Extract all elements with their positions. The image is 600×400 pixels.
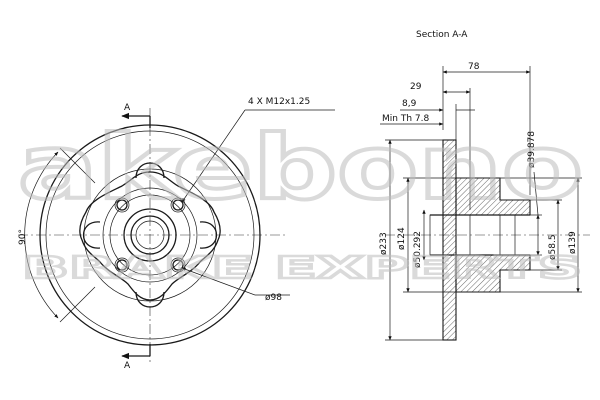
hub-lobe-bottom (135, 291, 165, 308)
watermark-tagline: BRAKE EXPERTS (22, 251, 582, 286)
dim-39-878: ø39.878 (527, 131, 537, 168)
section-title: Section A-A (416, 30, 468, 40)
dim-29: 29 (410, 82, 422, 92)
hub-lobe-top (135, 162, 165, 179)
min-thickness: Min Th 7.8 (382, 114, 429, 124)
watermark: akebono BRAKE EXPERTS (16, 114, 585, 287)
dim-58-5: ø58.5 (548, 234, 558, 260)
hub-bore-inner (135, 220, 165, 250)
angle-label: 90° (18, 229, 28, 245)
hub-bore-outer (123, 208, 177, 262)
hub-lobe-left (83, 221, 101, 249)
hub-lobe-right (199, 221, 217, 249)
dim-8-9: 8,9 (402, 99, 417, 109)
dim-233: ø233 (379, 232, 389, 255)
dim-78: 78 (468, 62, 480, 72)
front-view: 90° A A 4 X M12x1.25 ø98 (18, 97, 335, 371)
dim-124: ø124 (397, 227, 407, 250)
hub-flange (79, 171, 221, 301)
thread-callout: 4 X M12x1.25 (248, 97, 310, 107)
watermark-brand: akebono (18, 116, 583, 219)
section-marker-top: A (124, 103, 131, 113)
bolt-holes (114, 197, 186, 273)
dim-50-292: ø50.292 (413, 231, 423, 268)
bolt-circle-label: ø98 (265, 293, 282, 303)
section-view: Section A-A 78 29 8,9 Min Th 7.8 (379, 30, 590, 341)
section-marker-bottom: A (124, 361, 131, 371)
dim-139: ø139 (568, 231, 578, 254)
